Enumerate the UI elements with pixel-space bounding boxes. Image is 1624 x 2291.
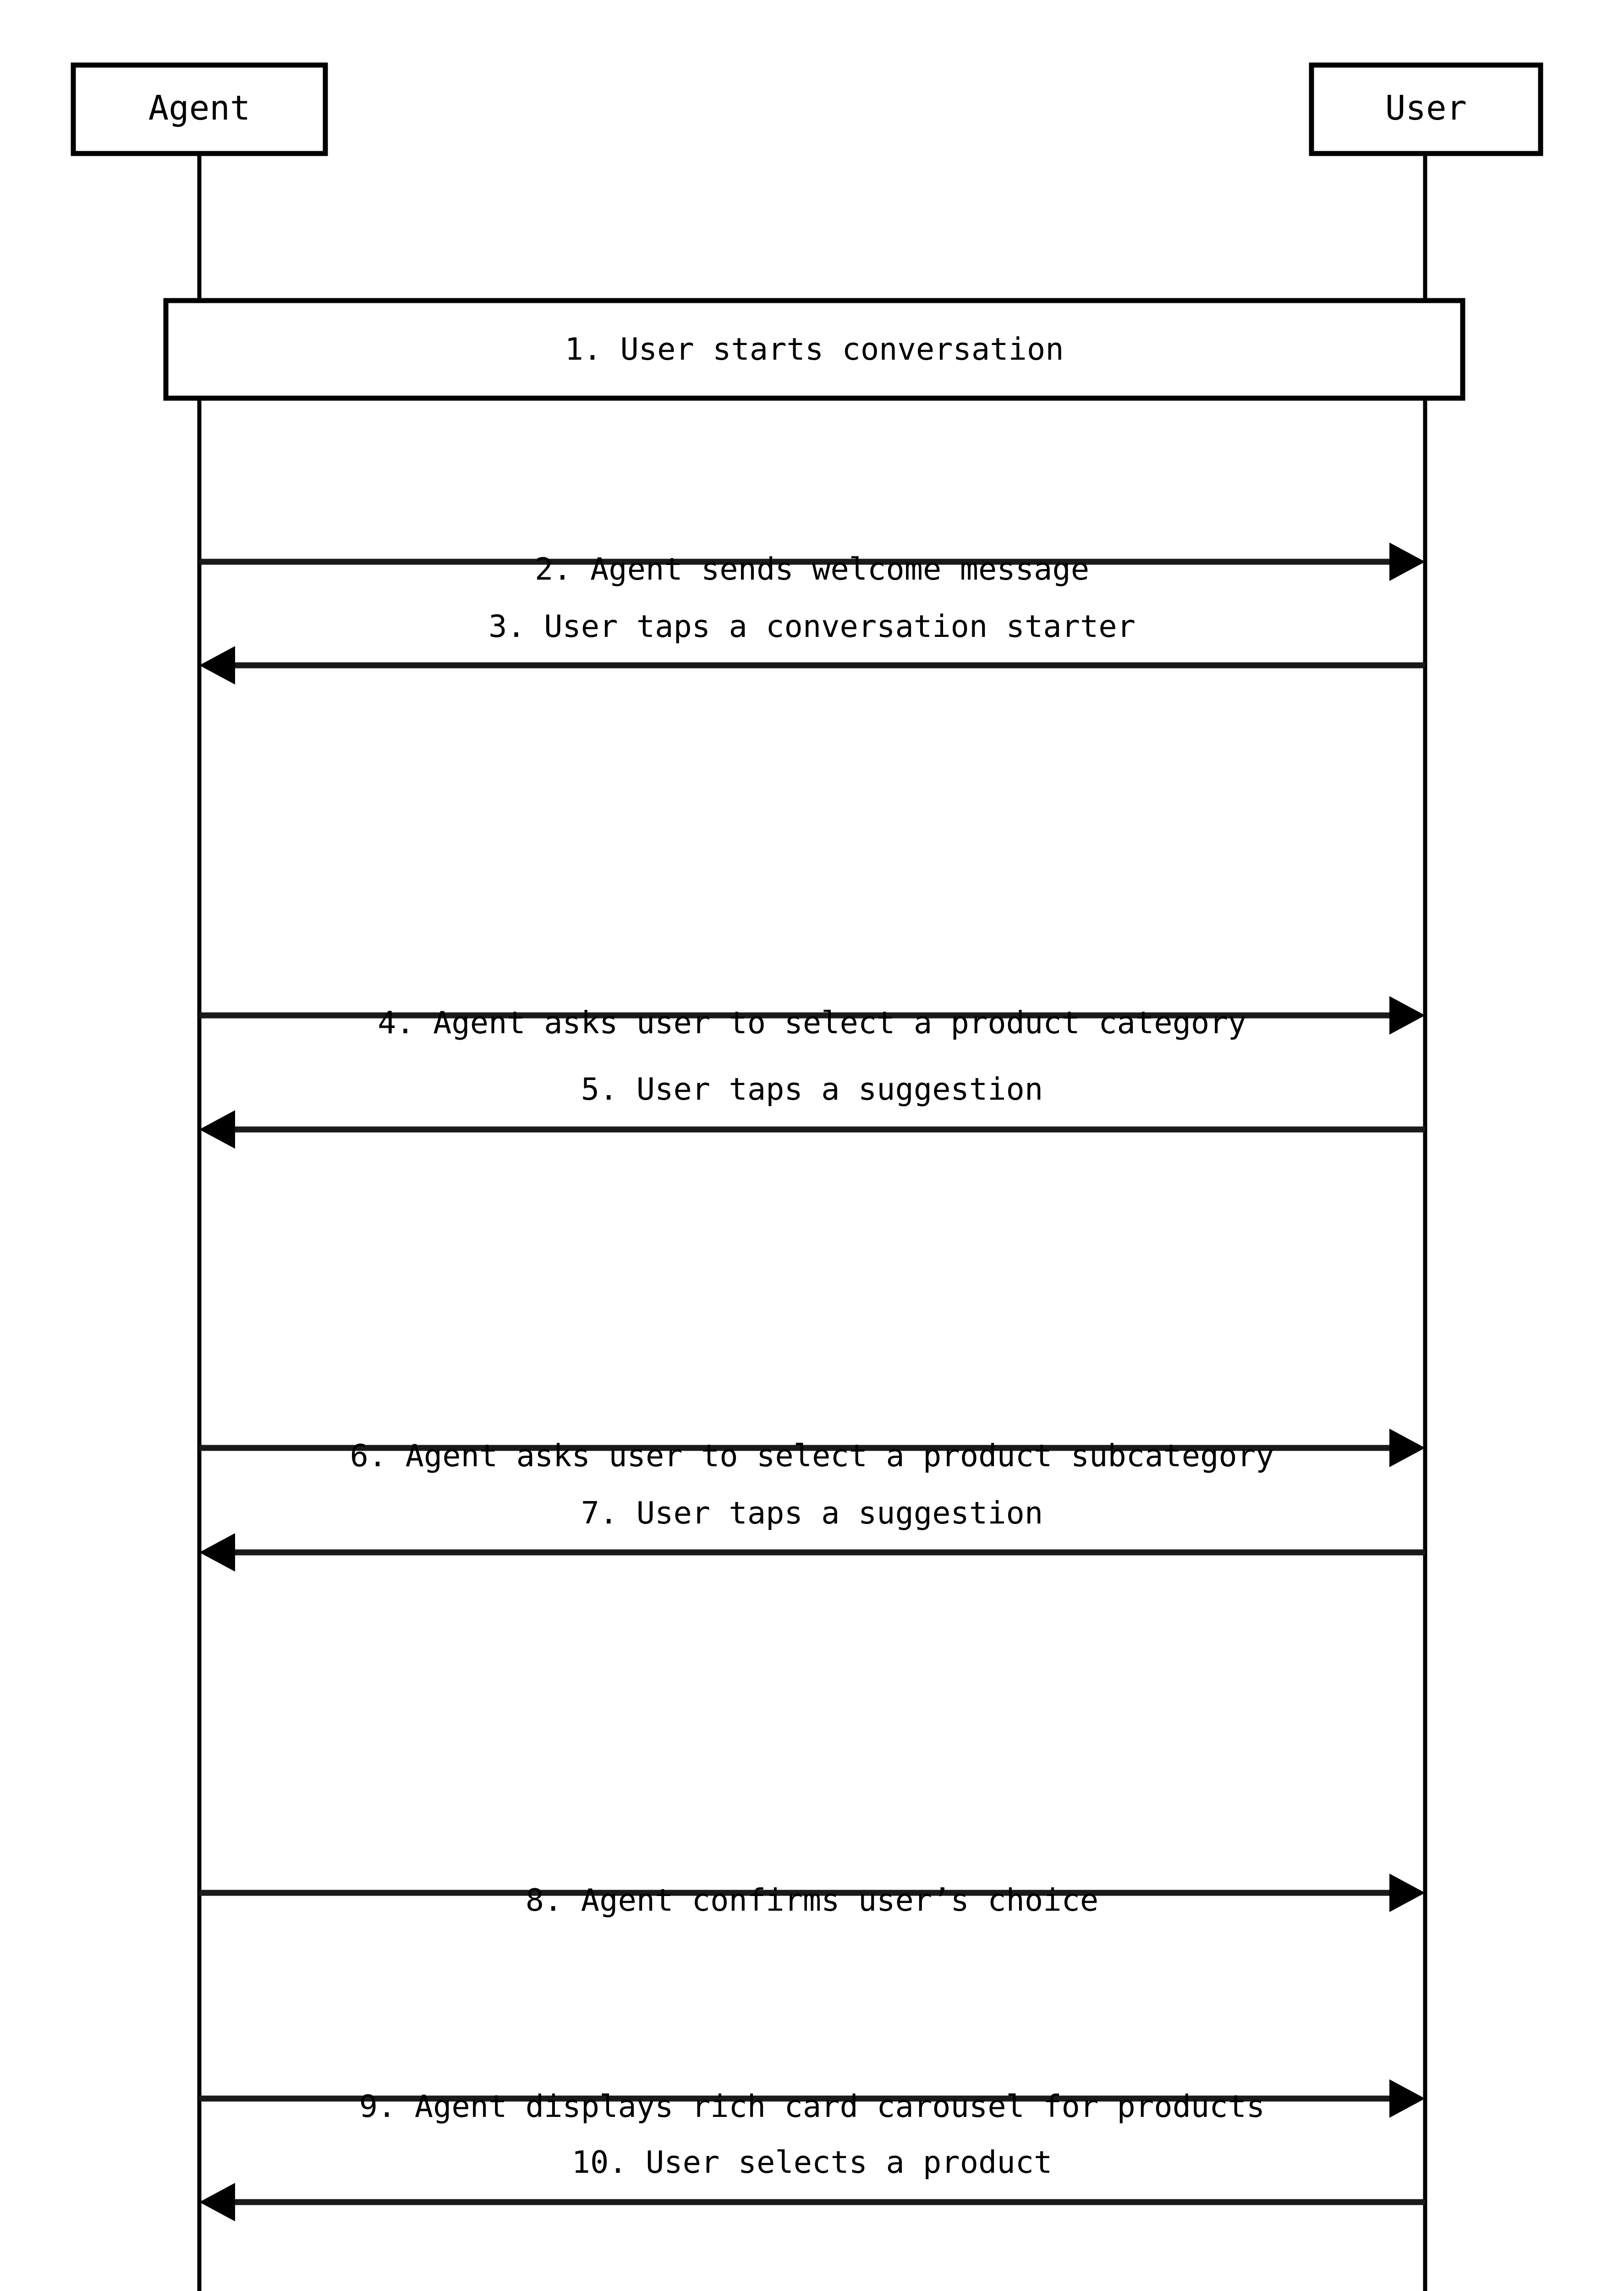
message-label: 3. User taps a conversation starter [488,608,1136,644]
note-label: 1. User starts conversation [565,331,1064,367]
message-label: 2. Agent sends welcome message [535,551,1089,587]
message-2: 2. Agent sends welcome message [199,543,1425,587]
message-7: 7. User taps a suggestion [199,1495,1425,1572]
message-5: 5. User taps a suggestion [199,1071,1425,1149]
participant-box[interactable] [1309,62,1543,156]
note-box [163,298,1465,401]
message-arrowhead [199,1533,235,1572]
message-arrowhead [1389,1874,1425,1912]
message-label: 5. User taps a suggestion [581,1071,1043,1107]
message-4: 4. Agent asks user to select a product c… [199,996,1425,1041]
participant-box[interactable] [71,62,328,156]
message-label: 7. User taps a suggestion [581,1495,1043,1531]
message-arrowhead [199,2183,235,2221]
message-arrowhead [199,1110,235,1149]
participant-label: User [1385,88,1467,128]
messages-layer: 2. Agent sends welcome message 3. User ta… [199,543,1425,2221]
message-arrowhead [1389,1429,1425,1467]
message-label: 4. Agent asks user to select a product c… [378,1005,1246,1041]
message-arrowhead [1389,996,1425,1035]
message-8: 8. Agent confirms user’s choice [199,1874,1425,1918]
message-label: 10. User selects a product [572,2144,1053,2180]
participant-user-top[interactable]: User [1309,62,1543,156]
note-step-1: 1. User starts conversation [163,298,1465,401]
message-10: 10. User selects a product [199,2144,1425,2221]
message-3: 3. User taps a conversation starter [199,608,1425,685]
message-arrowhead [1389,543,1425,581]
participant-agent-top[interactable]: Agent [71,62,328,156]
lifelines-layer [197,153,1427,2291]
participant-label: Agent [148,88,251,128]
message-6: 6. Agent asks user to select a product s… [199,1429,1425,1474]
message-label: 9. Agent displays rich card carousel for… [359,2088,1265,2124]
note-layer: 1. User starts conversation [163,298,1465,401]
message-label: 6. Agent asks user to select a product s… [350,1438,1274,1474]
message-arrowhead [199,646,235,685]
message-label: 8. Agent confirms user’s choice [526,1882,1098,1918]
participants-layer: AgentAgentUserUser [71,62,1543,156]
message-arrowhead [1389,2079,1425,2118]
message-9: 9. Agent displays rich card carousel for… [199,2079,1425,2124]
